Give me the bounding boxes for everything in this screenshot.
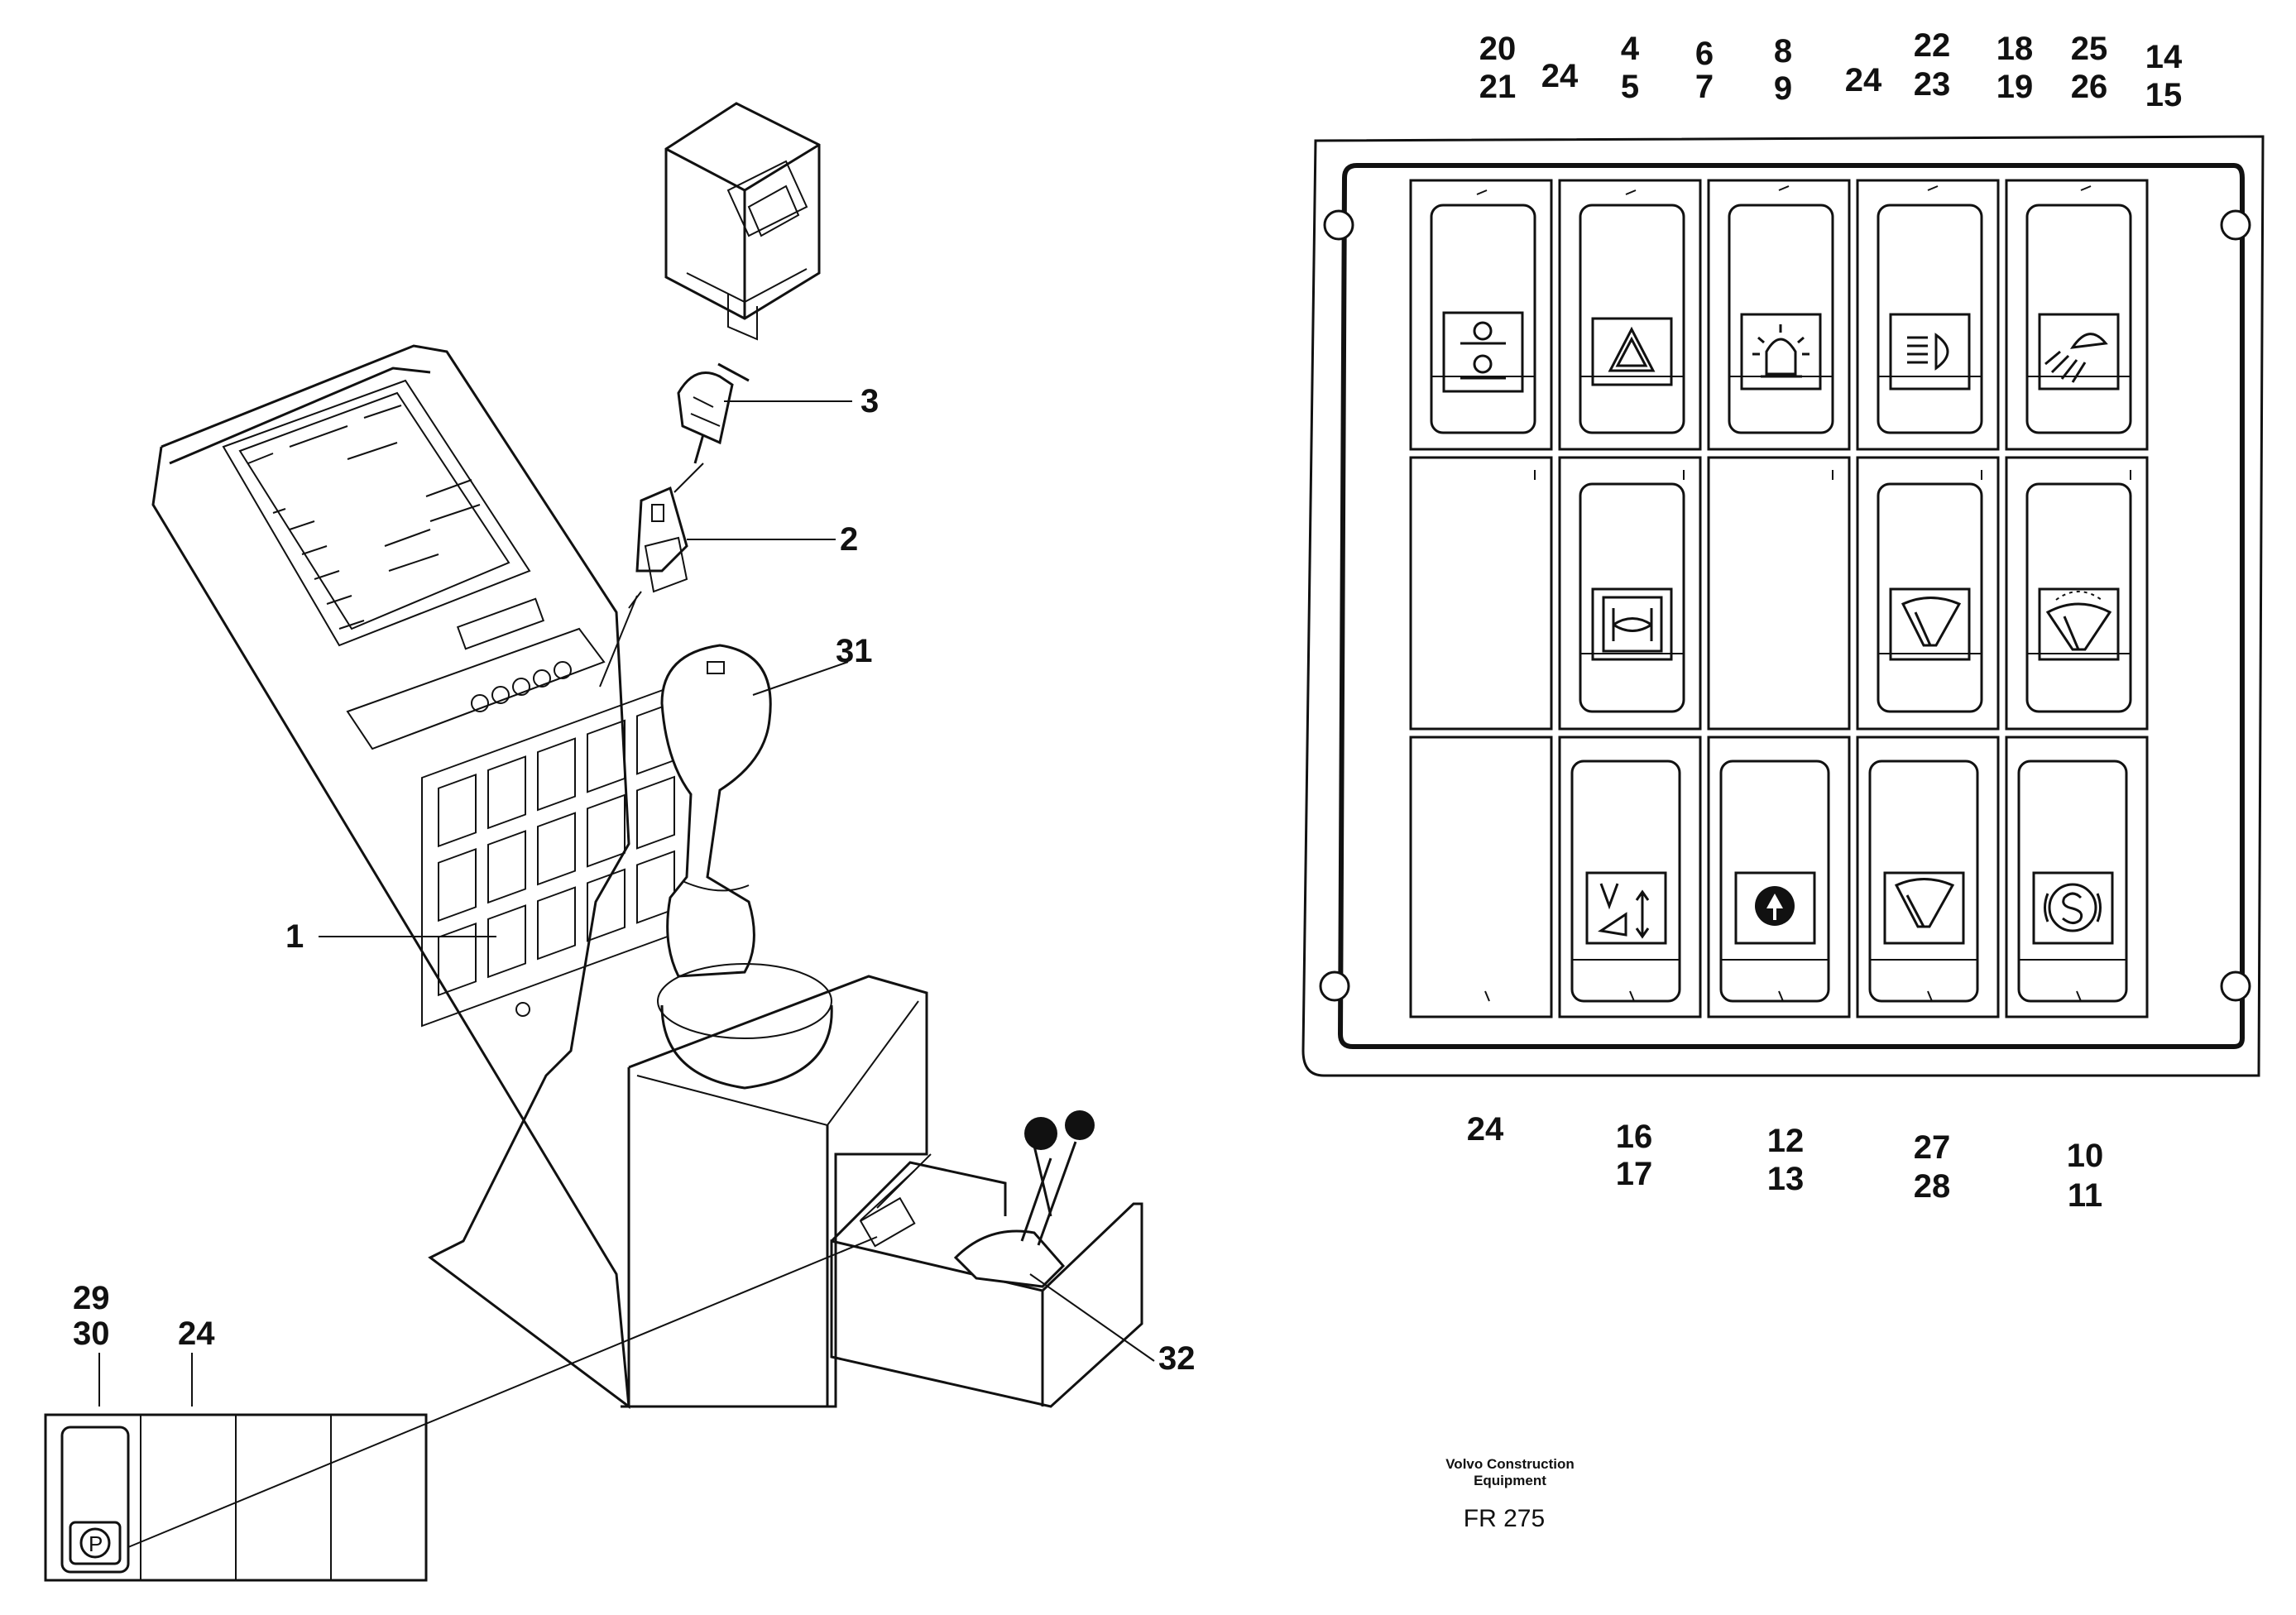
switch-5[interactable] [2025,204,2132,434]
switch-10[interactable] [1719,760,1830,1003]
callout-27: 27 [1914,1129,1951,1166]
leader-lines-left [127,400,1155,1548]
footer: Volvo Construction Equipment FR 275 [1445,1456,1575,1532]
wiper-icon [1894,878,1955,928]
callout-8: 8 [1774,33,1792,69]
headlight-icon [1907,333,1949,371]
callout-11: 11 [2068,1177,2102,1214]
callout-24-b: 24 [1845,62,1882,98]
callout-18: 18 [1996,31,2034,67]
hazard-icon [1608,326,1656,372]
switch-6[interactable] [1579,482,1685,713]
switch-9[interactable] [1570,760,1681,1003]
callout-19: 19 [1996,69,2034,105]
small-switch-panel: P [44,1353,428,1582]
switch-1[interactable] [1430,204,1536,434]
left-callouts: 3 2 31 1 32 29 30 24 [73,383,1196,1377]
callout-1: 1 [285,918,304,955]
callout-10: 10 [2067,1138,2104,1174]
callout-22: 22 [1914,27,1951,64]
callout-21: 21 [1479,69,1517,105]
switch-4[interactable] [1877,204,1983,434]
switch-8[interactable] [2025,482,2132,713]
s-brake-icon [2044,883,2102,932]
worklight-icon [2044,333,2108,383]
callout-17: 17 [1616,1156,1653,1192]
callout-24-a: 24 [1541,58,1579,94]
callout-13: 13 [1767,1161,1805,1197]
callout-7: 7 [1695,69,1714,105]
panel-callouts-bottom: 24 16 17 12 13 27 28 10 11 [1467,1111,2104,1214]
callout-24-c: 24 [1467,1111,1504,1148]
switch-7[interactable] [1877,482,1983,713]
callout-23: 23 [1914,66,1951,103]
switch-12[interactable] [2017,760,2128,1003]
callout-28: 28 [1914,1168,1951,1205]
callout-12: 12 [1767,1123,1805,1159]
callout-20: 20 [1479,31,1517,67]
callout-30: 30 [73,1315,110,1352]
panel-callouts-top: 20 21 24 4 5 6 7 8 9 24 22 23 18 19 25 2… [1479,27,2183,113]
callout-14: 14 [2145,39,2183,75]
console-assembly [151,102,1143,1409]
callout-29: 29 [73,1280,110,1316]
axle-lock-icon [1602,596,1663,653]
park-brake-switch[interactable] [69,1521,122,1565]
switch-panel [1301,135,2265,1077]
maker-line-2: Equipment [1474,1473,1546,1488]
callout-31: 31 [836,633,873,669]
callout-6: 6 [1695,36,1714,72]
callout-32: 32 [1158,1340,1196,1377]
washer-wiper-icon [2045,591,2112,651]
tilt-icon [1598,883,1650,939]
rear-wiper-icon [1901,597,1962,647]
callout-2: 2 [840,521,858,558]
callout-4: 4 [1621,31,1640,67]
callout-15: 15 [2145,77,2183,113]
callout-16: 16 [1616,1119,1653,1155]
switch-3[interactable] [1728,204,1834,434]
lift-icon [1460,321,1506,380]
beacon-icon [1752,324,1809,378]
callout-9: 9 [1774,70,1792,107]
switch-2[interactable] [1579,204,1685,434]
callout-5: 5 [1621,69,1639,105]
maker-line-1: Volvo Construction [1445,1456,1575,1472]
svg-text:P: P [89,1531,103,1556]
figure-code: FR 275 [1464,1505,1545,1532]
callout-26: 26 [2071,69,2108,105]
parking-brake-icon [79,1527,111,1559]
hydraulic-icon [1755,886,1795,926]
switch-11[interactable] [1868,760,1979,1003]
callout-25: 25 [2071,31,2108,67]
callout-24-small: 24 [178,1315,215,1352]
callout-3: 3 [860,383,879,419]
